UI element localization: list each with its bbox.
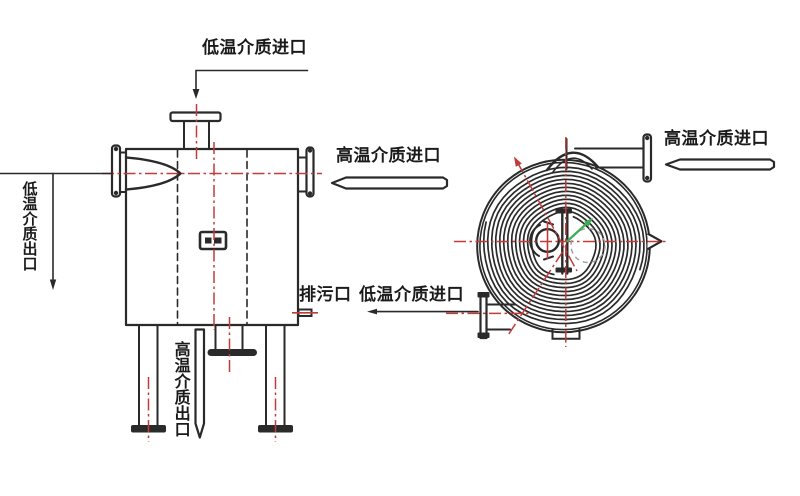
left-arrowhead-icon: [367, 308, 377, 315]
centerlines-side-view: [102, 104, 322, 442]
front-view-drawing: [446, 133, 666, 347]
hollow-left-arrow-icon: [664, 158, 776, 171]
left-nozzle: [110, 144, 183, 198]
right-nozzle-flange: [305, 146, 315, 198]
bottom-nozzle: [207, 324, 257, 356]
label-cold-outlet-left: 低温介质出口: [20, 181, 38, 271]
label-drain: 排污口: [299, 285, 352, 304]
top-nozzle-flange: [169, 111, 222, 123]
hollow-left-arrow-icon: [330, 176, 449, 190]
label-cold-inlet-top: 低温介质进口: [202, 38, 307, 57]
down-arrowhead-icon: [192, 89, 200, 99]
support-legs: [131, 324, 293, 433]
hollow-down-arrow-icon: [194, 328, 206, 439]
left-nozzle-flange: [110, 144, 122, 198]
inlet-cone: [124, 156, 183, 191]
bottom-left-flange: [479, 292, 488, 340]
phantom-circle: [570, 227, 606, 264]
label-hot-inlet-mid: 高温介质进口: [336, 146, 441, 165]
top-nozzle: [169, 111, 222, 150]
label-hot-outlet-bottom: 高温介质出口: [171, 341, 189, 437]
spiral-coil: [482, 170, 641, 325]
spiral-coil: [486, 166, 645, 321]
top-dome-nozzle: [545, 133, 653, 183]
side-view-drawing: [102, 104, 322, 442]
bottom-nozzle-flange: [207, 349, 257, 356]
rotation-arrow: [566, 218, 593, 243]
right-nozzle: [297, 146, 315, 198]
green-arrowhead-icon: [584, 218, 593, 227]
leader-lines: [0, 69, 776, 439]
top-right-flange: [642, 133, 653, 183]
label-cold-inlet-bottom: 低温介质进口: [359, 285, 464, 304]
centerlines-front-view: [446, 137, 666, 347]
bottom-left-nozzle: [477, 292, 516, 340]
label-hot-inlet-right: 高温介质进口: [664, 129, 769, 148]
hidden-core-lines: [176, 149, 248, 325]
nameplate: [198, 230, 228, 251]
red-arrowhead: [514, 156, 522, 167]
down-arrowhead-icon: [49, 279, 57, 290]
leader-cold-inlet-top: [195, 69, 309, 92]
